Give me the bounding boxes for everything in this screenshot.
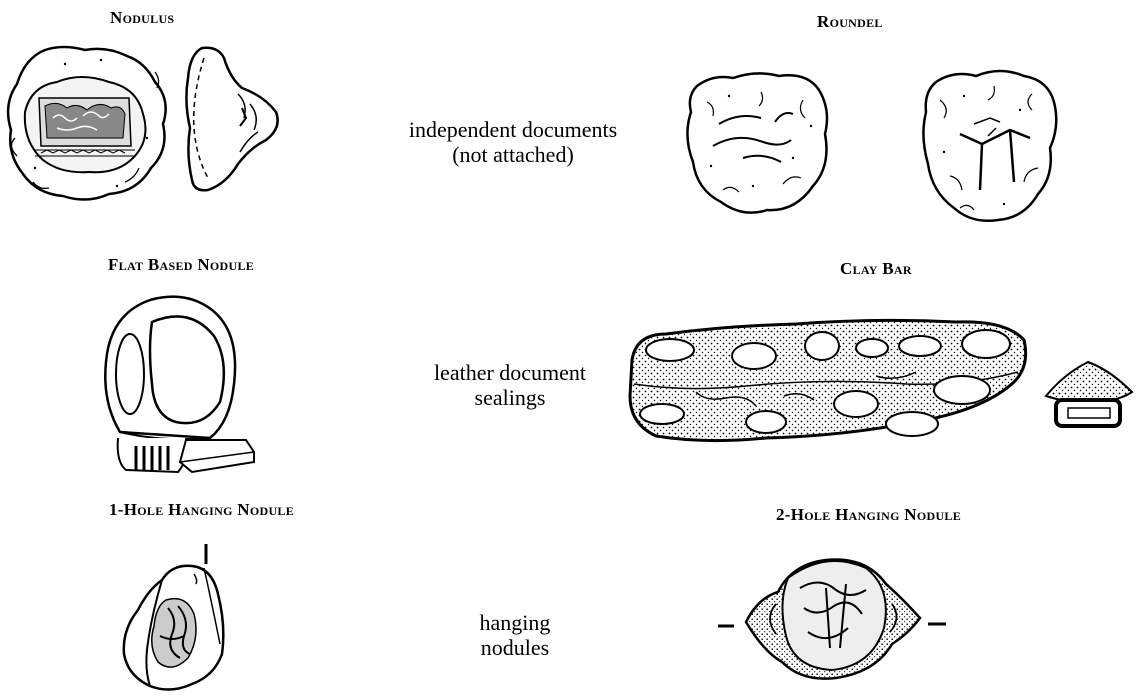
heading-1-hole-hanging-nodule: 1-Hole Hanging Nodule <box>109 500 294 520</box>
caption-independent-documents: independent documents (not attached) <box>378 117 648 167</box>
caption-line: leather document <box>395 360 625 385</box>
caption-line: nodules <box>445 635 585 660</box>
clay-bar-drawing <box>626 312 1030 462</box>
1-hole-hanging-nodule-drawing <box>108 544 234 696</box>
heading-nodulus: Nodulus <box>110 8 174 28</box>
heading-roundel: Roundel <box>817 12 883 32</box>
caption-line: (not attached) <box>378 142 648 167</box>
caption-line: hanging <box>445 610 585 635</box>
heading-2-hole-hanging-nodule: 2-Hole Hanging Nodule <box>776 505 961 525</box>
caption-hanging-nodules: hanging nodules <box>445 610 585 660</box>
clay-bar-section-drawing <box>1040 356 1140 432</box>
nodulus-side-drawing <box>178 44 282 194</box>
roundel-back-drawing <box>920 64 1058 226</box>
roundel-front-drawing <box>683 62 833 218</box>
caption-line: independent documents <box>378 117 648 142</box>
caption-leather-document-sealings: leather document sealings <box>395 360 625 410</box>
nodulus-front-drawing <box>5 42 175 208</box>
heading-flat-based-nodule: Flat Based Nodule <box>108 255 254 275</box>
caption-line: sealings <box>395 385 625 410</box>
heading-clay-bar: Clay Bar <box>840 259 912 279</box>
2-hole-hanging-nodule-drawing <box>716 548 948 688</box>
flat-based-nodule-drawing <box>100 292 258 482</box>
